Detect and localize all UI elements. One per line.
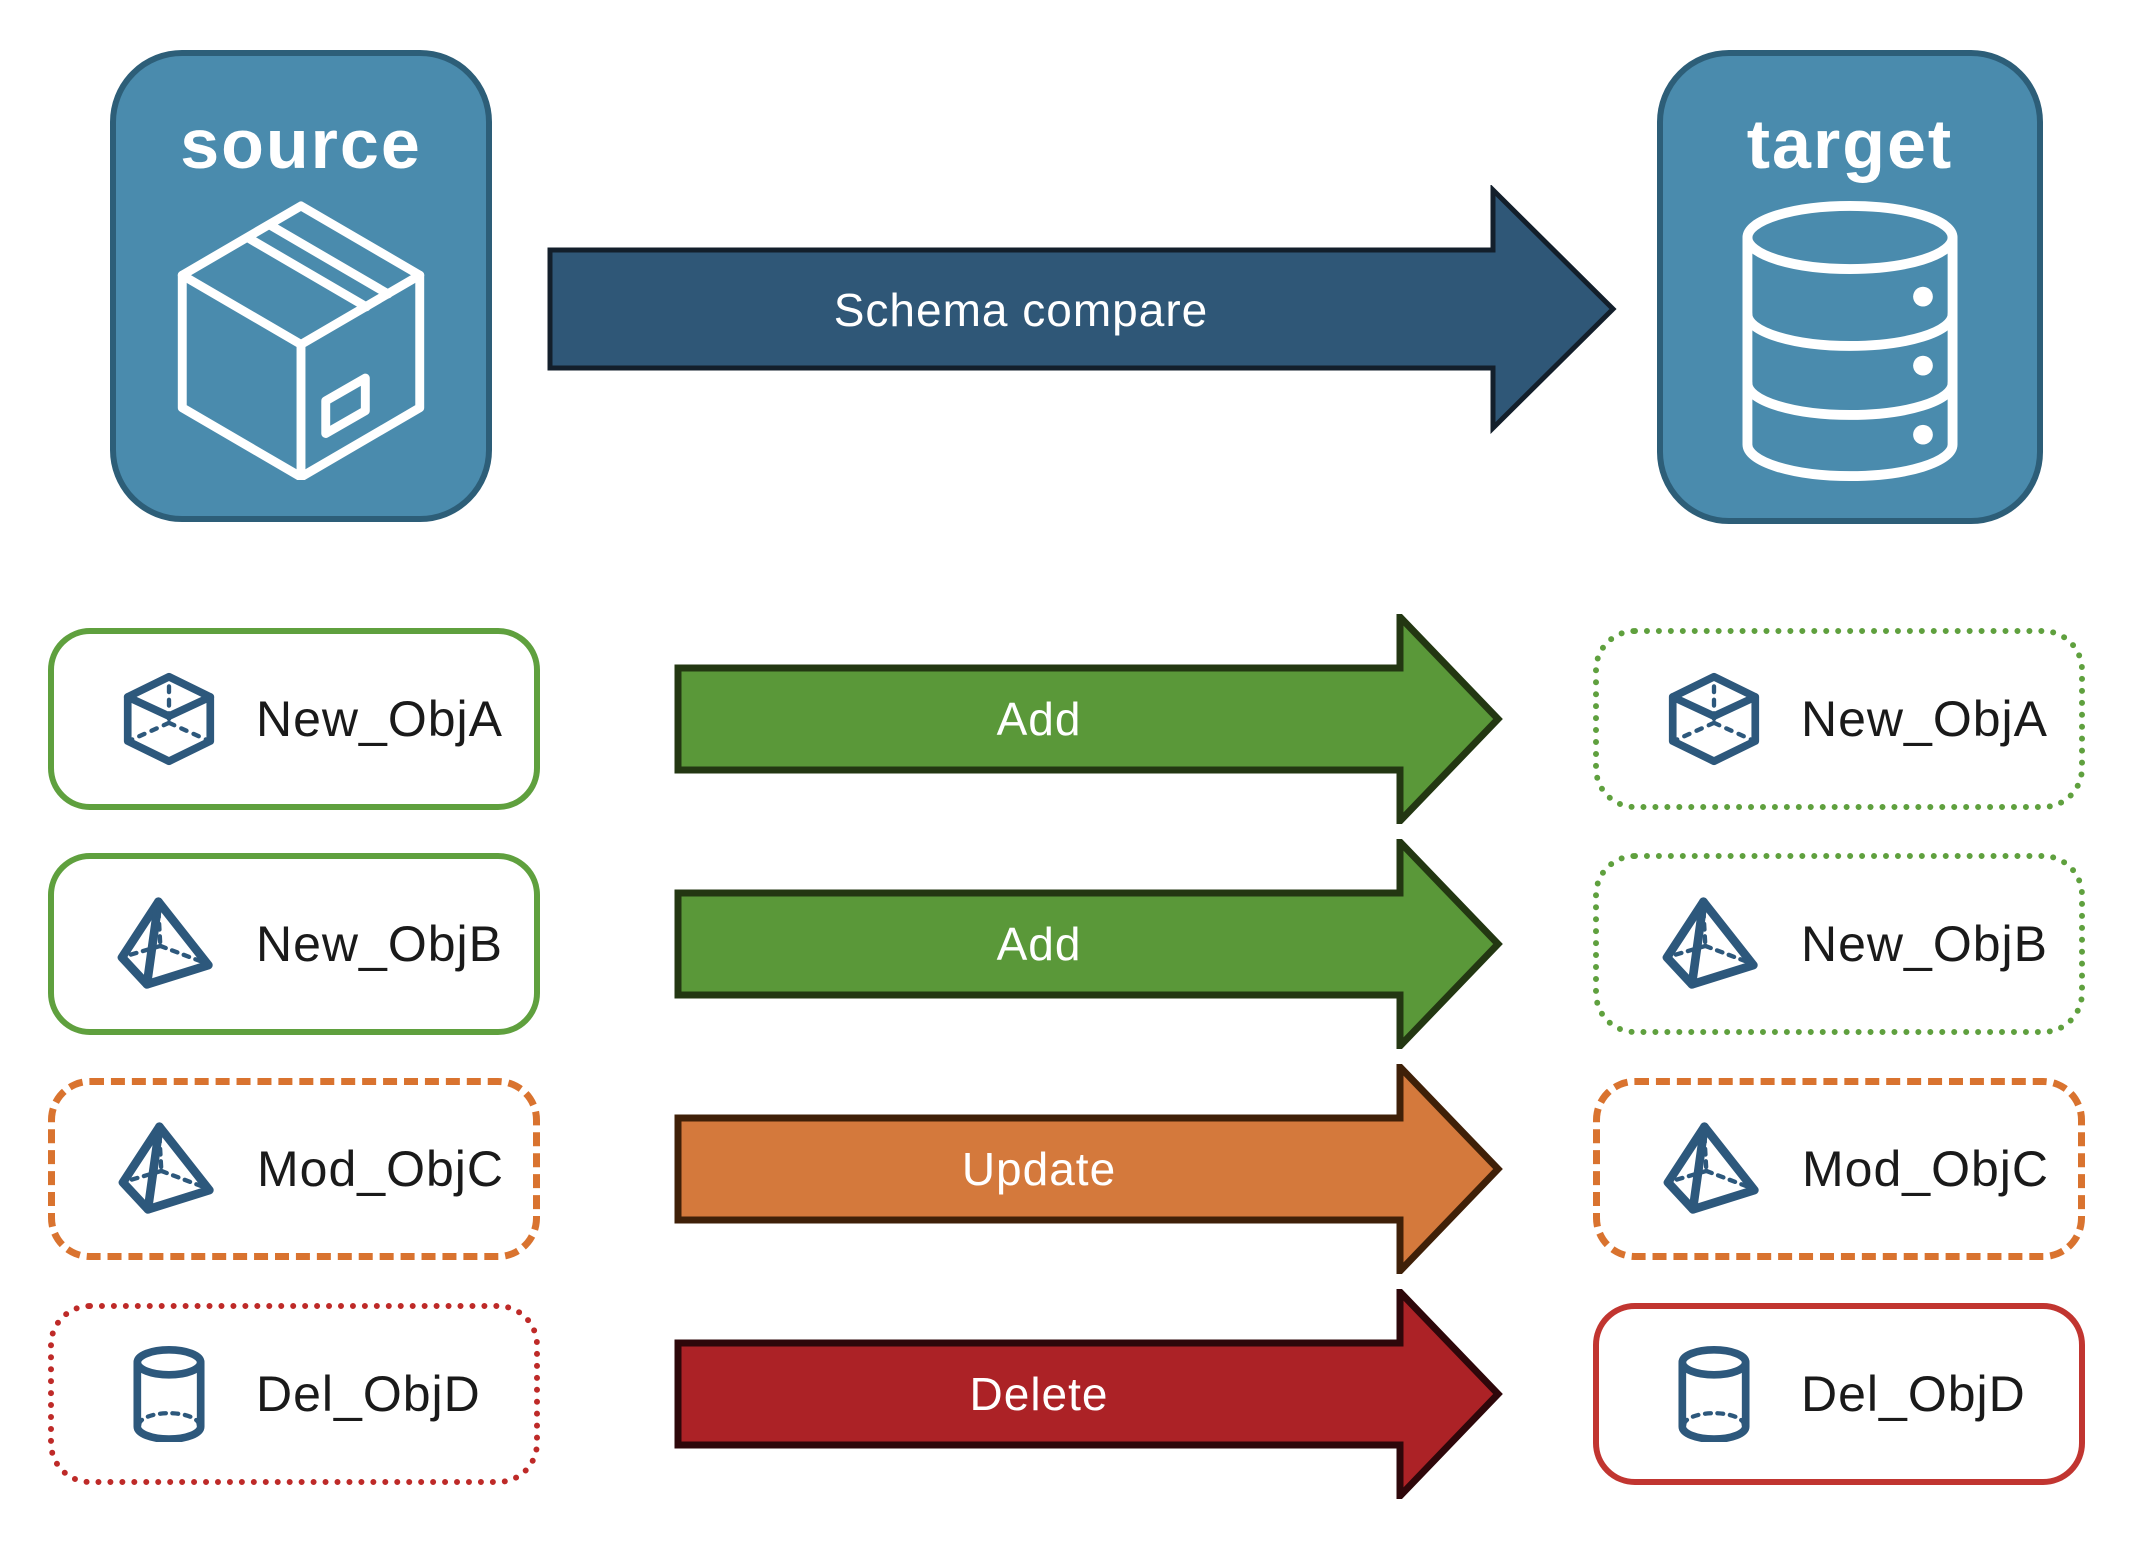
- schema-arrow-shape: [547, 185, 1617, 434]
- object-label: New_ObjA: [256, 691, 503, 747]
- object-label: New_ObjA: [1801, 691, 2048, 747]
- object-label: Del_ObjD: [1801, 1366, 2026, 1422]
- source-object-del-objd: Del_ObjD: [48, 1303, 540, 1485]
- target-object-new-obja: New_ObjA: [1593, 628, 2085, 810]
- package-box-icon: [177, 201, 425, 480]
- source-object-mod-objc: Mod_ObjC: [48, 1078, 540, 1260]
- update-arrow-label: Update: [962, 1143, 1116, 1195]
- delete-arrow-label: Delete: [970, 1368, 1109, 1420]
- schema-arrow-label: Schema compare: [834, 284, 1209, 336]
- update-arrow: Update: [674, 1064, 1503, 1274]
- source-object-new-obja: New_ObjA: [48, 628, 540, 810]
- source-object-new-objb: New_ObjB: [48, 853, 540, 1035]
- pyramid-icon: [112, 896, 226, 992]
- source-title: source: [180, 105, 422, 183]
- schema-compare-arrow: Schema compare: [547, 185, 1617, 434]
- add-arrow-row2: Add: [674, 839, 1503, 1049]
- target-panel: target: [1657, 50, 2043, 524]
- cylinder-icon: [1657, 1346, 1771, 1442]
- add-arrow-row1: Add: [674, 614, 1503, 824]
- pyramid-icon: [113, 1121, 227, 1217]
- add-arrow-label: Add: [997, 918, 1082, 970]
- delete-arrow: Delete: [674, 1289, 1503, 1499]
- cylinder-icon: [112, 1346, 226, 1442]
- add-arrow-shape: [674, 839, 1503, 1049]
- object-label: New_ObjB: [1801, 916, 2048, 972]
- add-arrow-label: Add: [997, 693, 1082, 745]
- object-label: New_ObjB: [256, 916, 503, 972]
- delete-arrow-shape: [674, 1289, 1503, 1499]
- source-panel: source: [110, 50, 492, 522]
- database-icon: [1742, 200, 1958, 482]
- cube-icon: [112, 671, 226, 767]
- object-label: Mod_ObjC: [257, 1141, 504, 1197]
- pyramid-icon: [1657, 896, 1771, 992]
- target-object-del-objd: Del_ObjD: [1593, 1303, 2085, 1485]
- pyramid-icon: [1658, 1121, 1772, 1217]
- target-title: target: [1746, 105, 1954, 183]
- object-label: Del_ObjD: [256, 1366, 481, 1422]
- target-object-new-objb: New_ObjB: [1593, 853, 2085, 1035]
- target-object-mod-objc: Mod_ObjC: [1593, 1078, 2085, 1260]
- update-arrow-shape: [674, 1064, 1503, 1274]
- add-arrow-shape: [674, 614, 1503, 824]
- cube-icon: [1657, 671, 1771, 767]
- object-label: Mod_ObjC: [1802, 1141, 2049, 1197]
